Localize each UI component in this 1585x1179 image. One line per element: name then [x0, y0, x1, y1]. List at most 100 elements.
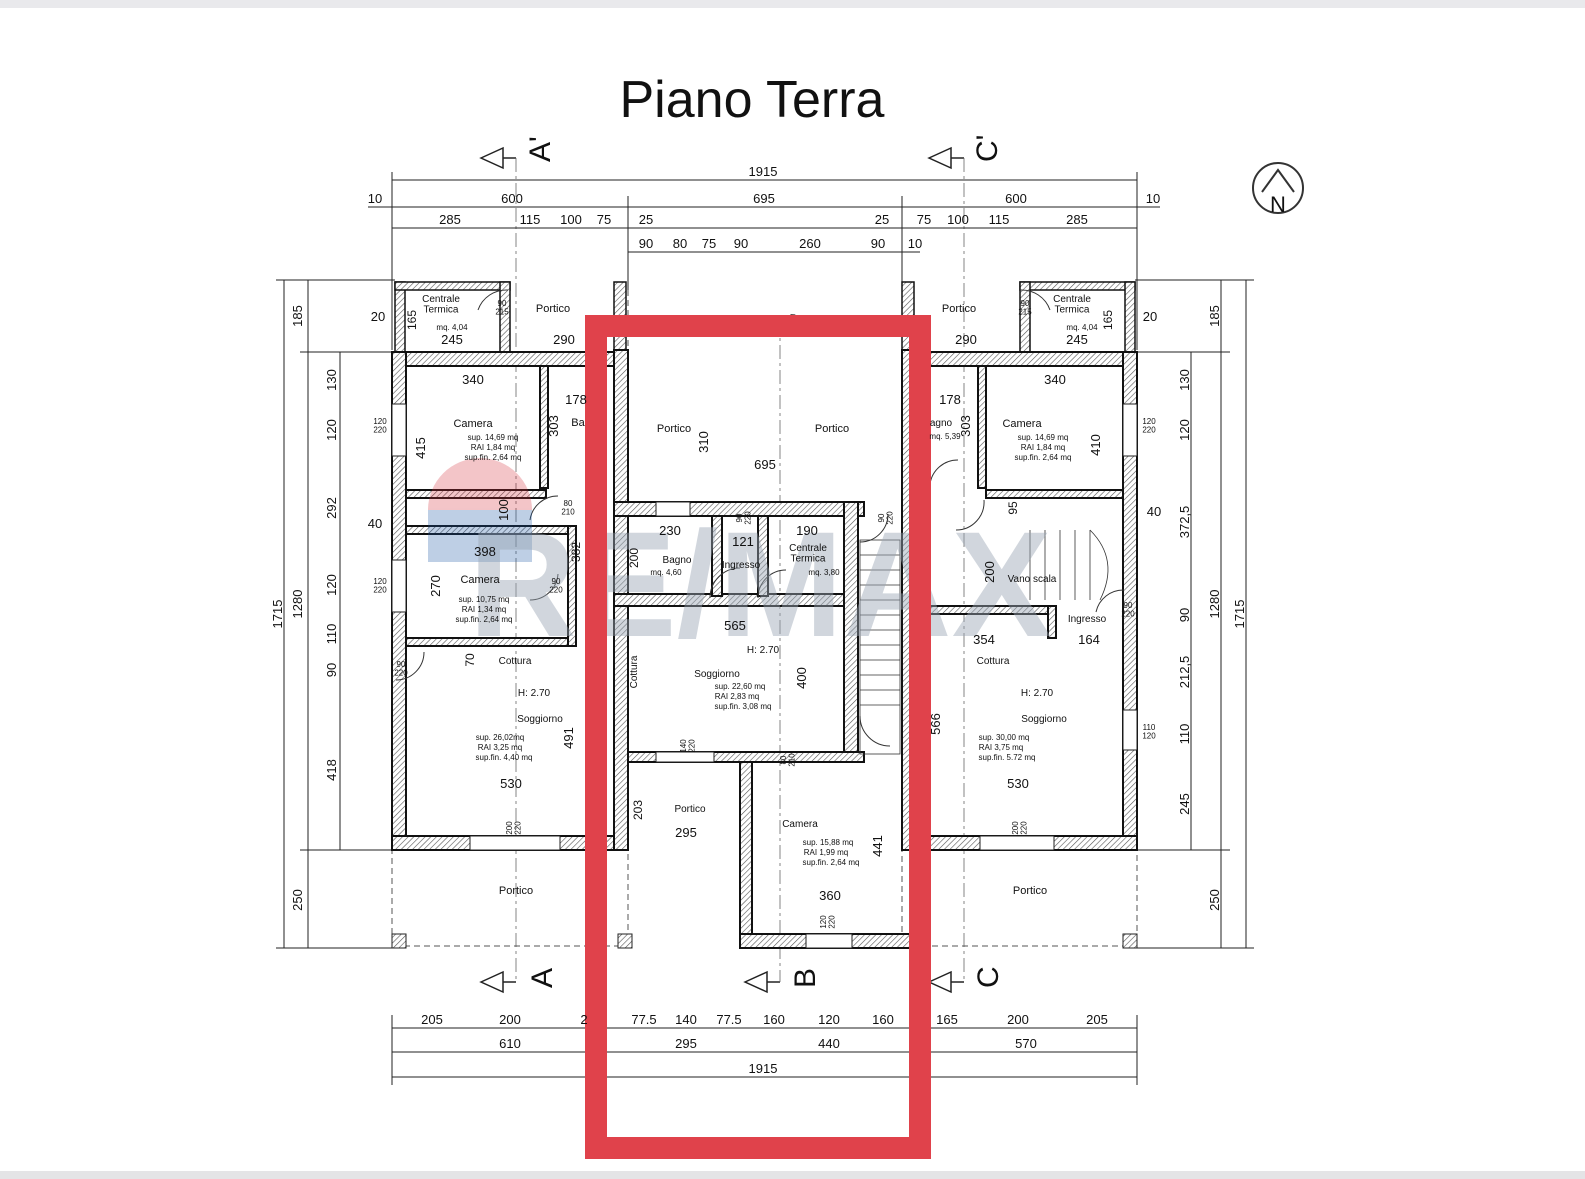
room-dim: 566	[928, 713, 943, 735]
room-name: Cottura	[629, 655, 640, 688]
room-dim: 491	[561, 727, 576, 749]
dim-left-side: 40	[368, 516, 382, 531]
room-name: Camera	[460, 574, 500, 586]
room-name: Portico	[815, 423, 849, 435]
section-mark-a-bottom: A	[526, 968, 559, 988]
dim-top-row3: 75	[917, 212, 931, 227]
room-name: Vano scala	[1008, 574, 1057, 585]
staircase	[859, 529, 1109, 755]
dim-left-inner: 90	[324, 663, 339, 677]
room-dim: 441	[870, 835, 885, 857]
room-name: Ba	[571, 417, 585, 429]
dim-left-outer: 250	[290, 889, 305, 911]
door-label: 80210	[779, 753, 796, 767]
room-rai: RAI 1,84 mq	[1021, 443, 1065, 452]
room-supfin: sup.fin. 2,64 mq	[465, 453, 522, 462]
dim-bottom-row1: 160	[763, 1012, 785, 1027]
dim-bottom-row1: 160	[872, 1012, 894, 1027]
room-sup: sup. 26,02mq	[476, 733, 524, 742]
dim-right-inner: 245	[1177, 793, 1192, 815]
section-mark-c-bottom: C	[972, 966, 1005, 988]
room-dim: 70	[463, 653, 477, 667]
dim-top-row2: 10	[1146, 191, 1160, 206]
dim-top-row2: 695	[753, 191, 775, 206]
dim-left-side: 20	[371, 309, 385, 324]
dim-top-row4: 260	[799, 236, 821, 251]
room-name: Portico	[657, 423, 691, 435]
dim-bottom-row2: 610	[499, 1036, 521, 1051]
dim-bottom-row1: 77.5	[631, 1012, 656, 1027]
room-dim: 203	[631, 800, 645, 820]
room-dim: 290	[553, 332, 575, 347]
room-sup: sup. 14,69 mq	[468, 433, 519, 442]
dim-right-inner: 120	[1177, 419, 1192, 441]
room-dim: 178	[939, 392, 961, 407]
dim-top-row4: 75	[702, 236, 716, 251]
room-area: mq. 4,60	[650, 568, 682, 577]
dim-bottom-row1: 2	[580, 1012, 587, 1027]
room-sup: sup. 15,88 mq	[803, 838, 854, 847]
dim-top-row2: 600	[501, 191, 523, 206]
dim-right-side: 20	[1143, 309, 1157, 324]
room-dim: 165	[1101, 310, 1115, 330]
drawing-sheet	[0, 8, 1585, 1171]
section-mark-a-top: A'	[524, 136, 557, 162]
section-mark-c-top: C'	[971, 135, 1004, 162]
north-arrow-icon: N	[1252, 162, 1304, 217]
dim-left-inner: 418	[324, 759, 339, 781]
room-dim: 340	[462, 372, 484, 387]
dim-top-row3: 25	[639, 212, 653, 227]
door-label: 90220	[877, 511, 894, 525]
room-dim: 245	[441, 332, 463, 347]
dim-top-row3: 115	[989, 212, 1010, 227]
left-dimension-lines	[276, 279, 395, 949]
room-name: Cottura	[977, 656, 1010, 667]
room-sup: sup. 10,75 mq	[459, 595, 510, 604]
dim-top-row3: 25	[875, 212, 889, 227]
watermark-text: RE/MAX	[468, 500, 1051, 668]
room-name: Portico	[942, 303, 976, 315]
page-title: Piano Terra	[620, 71, 885, 129]
room-name: Cottura	[499, 656, 532, 667]
room-area: mq. 5,39	[929, 432, 961, 441]
dim-right-inner: 372,5	[1177, 506, 1192, 539]
room-supfin: sup.fin. 2,64 mq	[1015, 453, 1072, 462]
room-name: Soggiorno	[1021, 714, 1067, 725]
bottom-dimension-lines	[391, 1015, 1138, 1085]
dim-top-row2: 600	[1005, 191, 1027, 206]
door-label: 90220	[735, 511, 752, 525]
dim-bottom-row1: 77.5	[716, 1012, 741, 1027]
dim-bottom-row2: 440	[818, 1036, 840, 1051]
room-dim: 121	[732, 534, 754, 549]
dim-top-row4: 90	[734, 236, 748, 251]
room-rai: RAI 1,34 mq	[462, 605, 506, 614]
room-supfin: sup.fin. 4,40 mq	[476, 753, 533, 762]
room-dim: 303	[958, 415, 973, 437]
dim-top-row3: 100	[947, 212, 969, 227]
dim-top-row3: 285	[1066, 212, 1088, 227]
room-dim: 382	[569, 542, 583, 562]
room-supfin: sup.fin. 2,64 mq	[456, 615, 513, 624]
room-sup: sup. 30,00 mq	[979, 733, 1030, 742]
dim-right-side: 40	[1147, 504, 1161, 519]
room-sup: sup. 14,69 mq	[1018, 433, 1069, 442]
room-dim: 290	[955, 332, 977, 347]
dim-right-inner: 90	[1177, 608, 1192, 622]
room-dim: 270	[428, 575, 443, 597]
windows	[391, 403, 1138, 949]
room-dim: 200	[982, 561, 997, 583]
room-dim: 190	[796, 523, 818, 538]
bottom-edge	[0, 1171, 1585, 1179]
room-dim: 178	[565, 392, 587, 407]
room-rai: RAI 3,75 mq	[979, 743, 1023, 752]
room-rai: RAI 1,84 mq	[471, 443, 515, 452]
dim-right-outer: 185	[1207, 305, 1222, 327]
room-dim: 400	[794, 667, 809, 689]
dim-left-outer: 185	[290, 305, 305, 327]
